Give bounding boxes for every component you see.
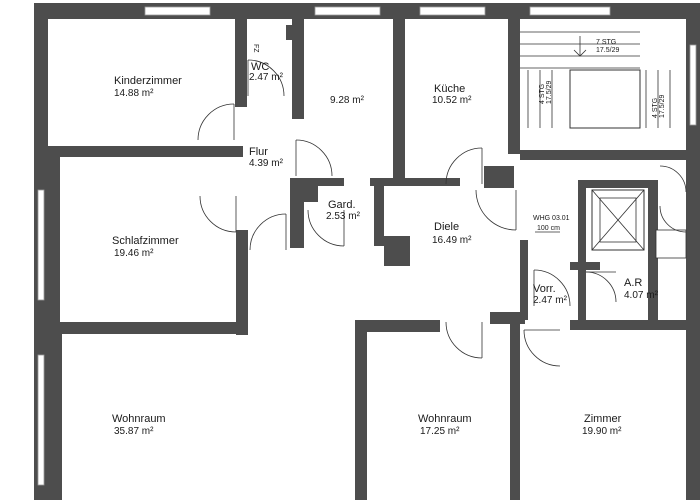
room-labels: Kinderzimmer 14.88 m² WC 2.47 m² 9.28 m²… xyxy=(112,44,659,437)
room-name-gard: Gard. xyxy=(328,199,356,211)
room-area-flur: 4.39 m² xyxy=(249,158,284,169)
room-area-diele: 16.49 m² xyxy=(432,235,472,246)
room-area-gard: 2.53 m² xyxy=(326,211,361,222)
lift-shaft xyxy=(591,189,687,259)
stair-left-label: 4 STG xyxy=(539,84,546,104)
doors xyxy=(197,59,687,367)
fz-label: FZ xyxy=(252,44,259,53)
stair-main-dim: 17.5/29 xyxy=(596,47,619,54)
room-name-vorr: Vorr. xyxy=(533,283,556,295)
room-area-zimmer: 19.90 m² xyxy=(582,426,622,437)
room-name-schlafzimmer: Schlafzimmer xyxy=(112,235,179,247)
room-name-wohnraum2: Wohnraum xyxy=(418,413,472,425)
room-name-kinderzimmer: Kinderzimmer xyxy=(114,75,182,87)
room-name-wohnraum1: Wohnraum xyxy=(112,413,166,425)
entrance-width-label: 100 cm xyxy=(537,225,560,232)
room-area-ar: 4.07 m² xyxy=(624,290,659,301)
stair-left-dim: 17.5/29 xyxy=(546,81,553,104)
windows xyxy=(37,6,697,486)
room-area-vorr: 2.47 m² xyxy=(533,295,568,306)
room-area-928: 9.28 m² xyxy=(330,95,365,106)
room-area-wohnraum1: 35.87 m² xyxy=(114,426,154,437)
room-name-wc: WC xyxy=(251,61,269,73)
room-area-wohnraum2: 17.25 m² xyxy=(420,426,460,437)
room-name-kueche: Küche xyxy=(434,83,465,95)
room-area-schlafzimmer: 19.46 m² xyxy=(114,248,154,259)
room-name-diele: Diele xyxy=(434,221,459,233)
unit-label: WHG 03.01 xyxy=(533,215,570,222)
interior-walls xyxy=(48,19,700,500)
room-area-wc: 2.47 m² xyxy=(249,72,284,83)
room-name-zimmer: Zimmer xyxy=(584,413,622,425)
stair-main-label: 7 STG xyxy=(596,39,616,46)
staircase: 7 STG 17.5/29 4 STG 17.5/29 4 STG 17.5/2… xyxy=(520,31,671,129)
stair-right-dim: 17.5/29 xyxy=(659,95,666,118)
stair-right-label: 4 STG xyxy=(652,98,659,118)
room-area-kinderzimmer: 14.88 m² xyxy=(114,88,154,99)
room-area-kueche: 10.52 m² xyxy=(432,95,472,106)
room-name-flur: Flur xyxy=(249,146,268,158)
room-name-ar: A.R xyxy=(624,277,642,289)
